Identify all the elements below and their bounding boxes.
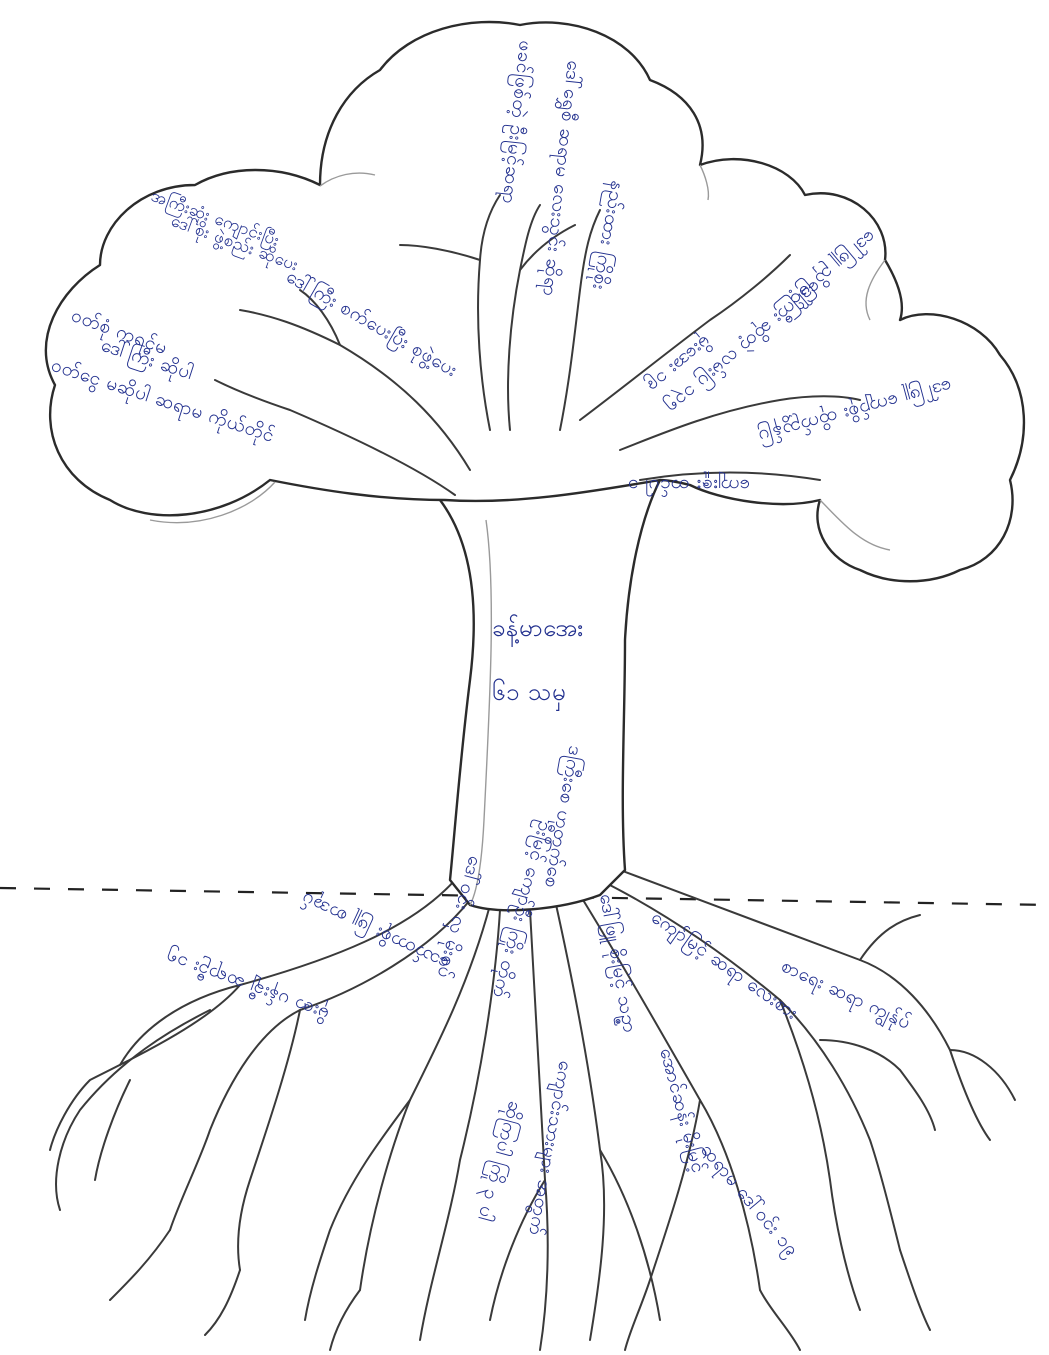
tree-canopy: [44, 20, 1026, 583]
label-root-right-b: ဆရာမ ဒေါ်ဝင်း ၁၉: [693, 1138, 804, 1263]
label-root-left: မိုးဇာ ပန်းချီ ဆရာဦး ၁၅: [162, 943, 333, 1027]
label-root-left-b: သော်တာစိုး ဖြူ စာအုပ်: [297, 884, 454, 977]
label-root-mid-right: ဒေါ်ဖြူ စိုးမြင့် သဉ္ဇာ: [591, 892, 643, 1036]
trunk: [438, 478, 662, 912]
label-root-mid-left-b: ဆိုကြပါ ကြို ၃ ပါ: [469, 1098, 528, 1225]
label-root-right: ကျော်မြင့် ဆရာ လေးစား: [645, 904, 804, 1027]
label-root-far-right: စာရေး ဆရာ ကျွန်ုပ်: [776, 954, 915, 1039]
label-root-mid-b: ကျောင်းသားများ အတွက်: [520, 1058, 577, 1237]
label-crown-right-bottom: ကျေးဇူး တင်ပါ ၁: [627, 471, 750, 498]
roots: [49, 869, 1016, 1351]
label-trunk-name: ခန့်မာအေး: [492, 613, 584, 647]
branches: [214, 194, 861, 496]
